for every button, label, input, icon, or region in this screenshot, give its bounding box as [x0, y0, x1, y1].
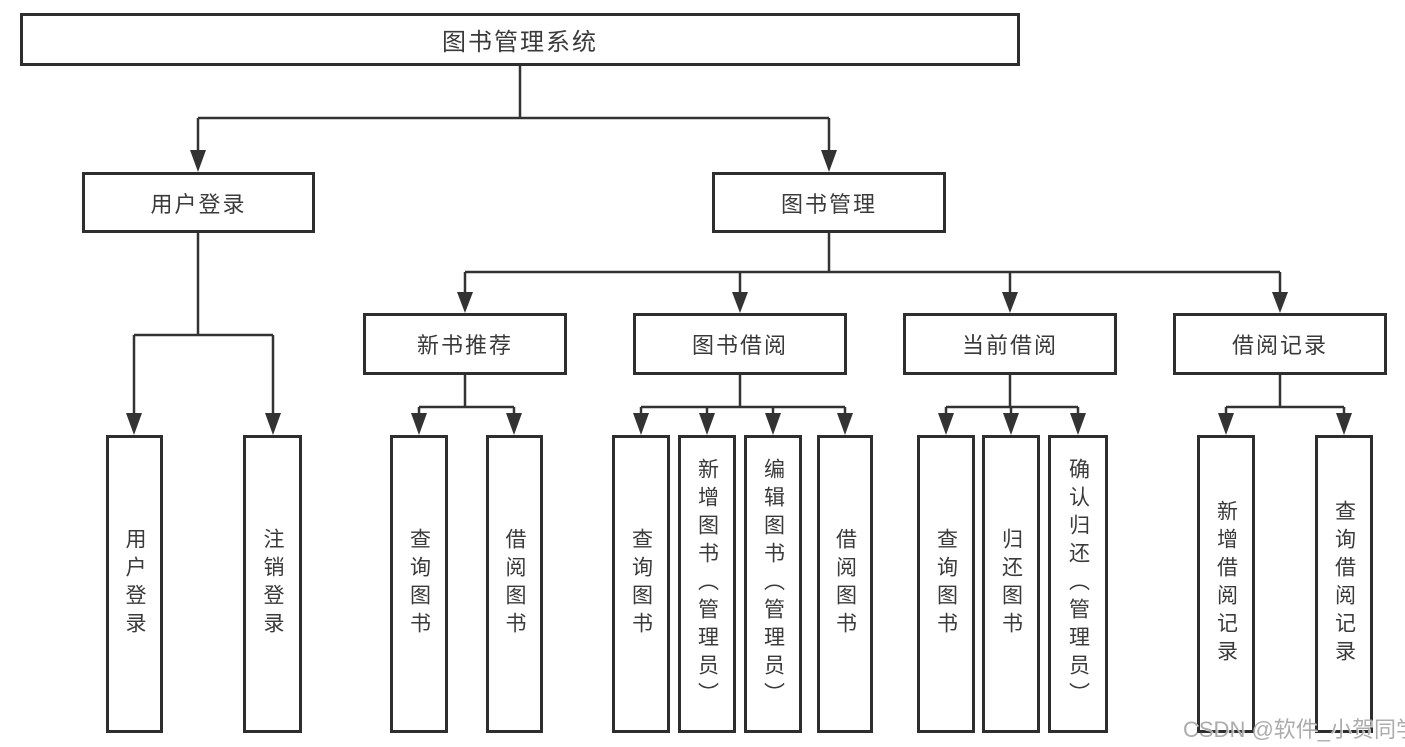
- leaf-confirm-return-admin: 确认归还（管理员）: [1048, 435, 1108, 733]
- node-book-borrow: 图书借阅: [633, 313, 847, 375]
- arrowheads: [126, 150, 1352, 435]
- leaf-borrow-book: 借阅图书: [817, 435, 873, 733]
- leaf-query-borrow-record: 查询借阅记录: [1315, 435, 1373, 733]
- node-book-management: 图书管理: [712, 172, 946, 233]
- leaf-add-borrow-record: 新增借阅记录: [1197, 435, 1255, 733]
- node-label: 借阅记录: [1231, 333, 1328, 358]
- leaf-user-login: 用户登录: [106, 435, 163, 733]
- leaf-query-book-recommend: 查询图书: [390, 435, 448, 733]
- leaf-query-book-borrow: 查询图书: [612, 435, 670, 733]
- leaf-borrow-book-recommend: 借阅图书: [486, 435, 543, 733]
- node-current-borrow: 当前借阅: [903, 313, 1117, 375]
- csdn-watermark: CSDN @软件_小贺同学: [1183, 717, 1405, 742]
- node-label: 当前借阅: [961, 333, 1058, 358]
- node-user-login: 用户登录: [82, 172, 315, 233]
- node-label: 图书借阅: [691, 333, 788, 358]
- connector-paths: [132, 66, 1346, 416]
- leaf-edit-book-admin: 编辑图书（管理员）: [744, 435, 802, 733]
- leaf-add-book-admin: 新增图书（管理员）: [678, 435, 736, 733]
- leaf-query-book-current: 查询图书: [917, 435, 975, 733]
- node-borrow-record: 借阅记录: [1173, 313, 1387, 375]
- node-label: 图书管理: [780, 191, 877, 217]
- leaf-logout: 注销登录: [243, 435, 302, 733]
- node-new-book-recommend: 新书推荐: [363, 313, 567, 375]
- node-label: 图书管理系统: [442, 29, 598, 56]
- node-label: 新书推荐: [416, 333, 513, 358]
- leaf-return-book: 归还图书: [982, 435, 1040, 733]
- node-label: 用户登录: [150, 191, 247, 217]
- node-library-management-system: 图书管理系统: [20, 13, 1020, 66]
